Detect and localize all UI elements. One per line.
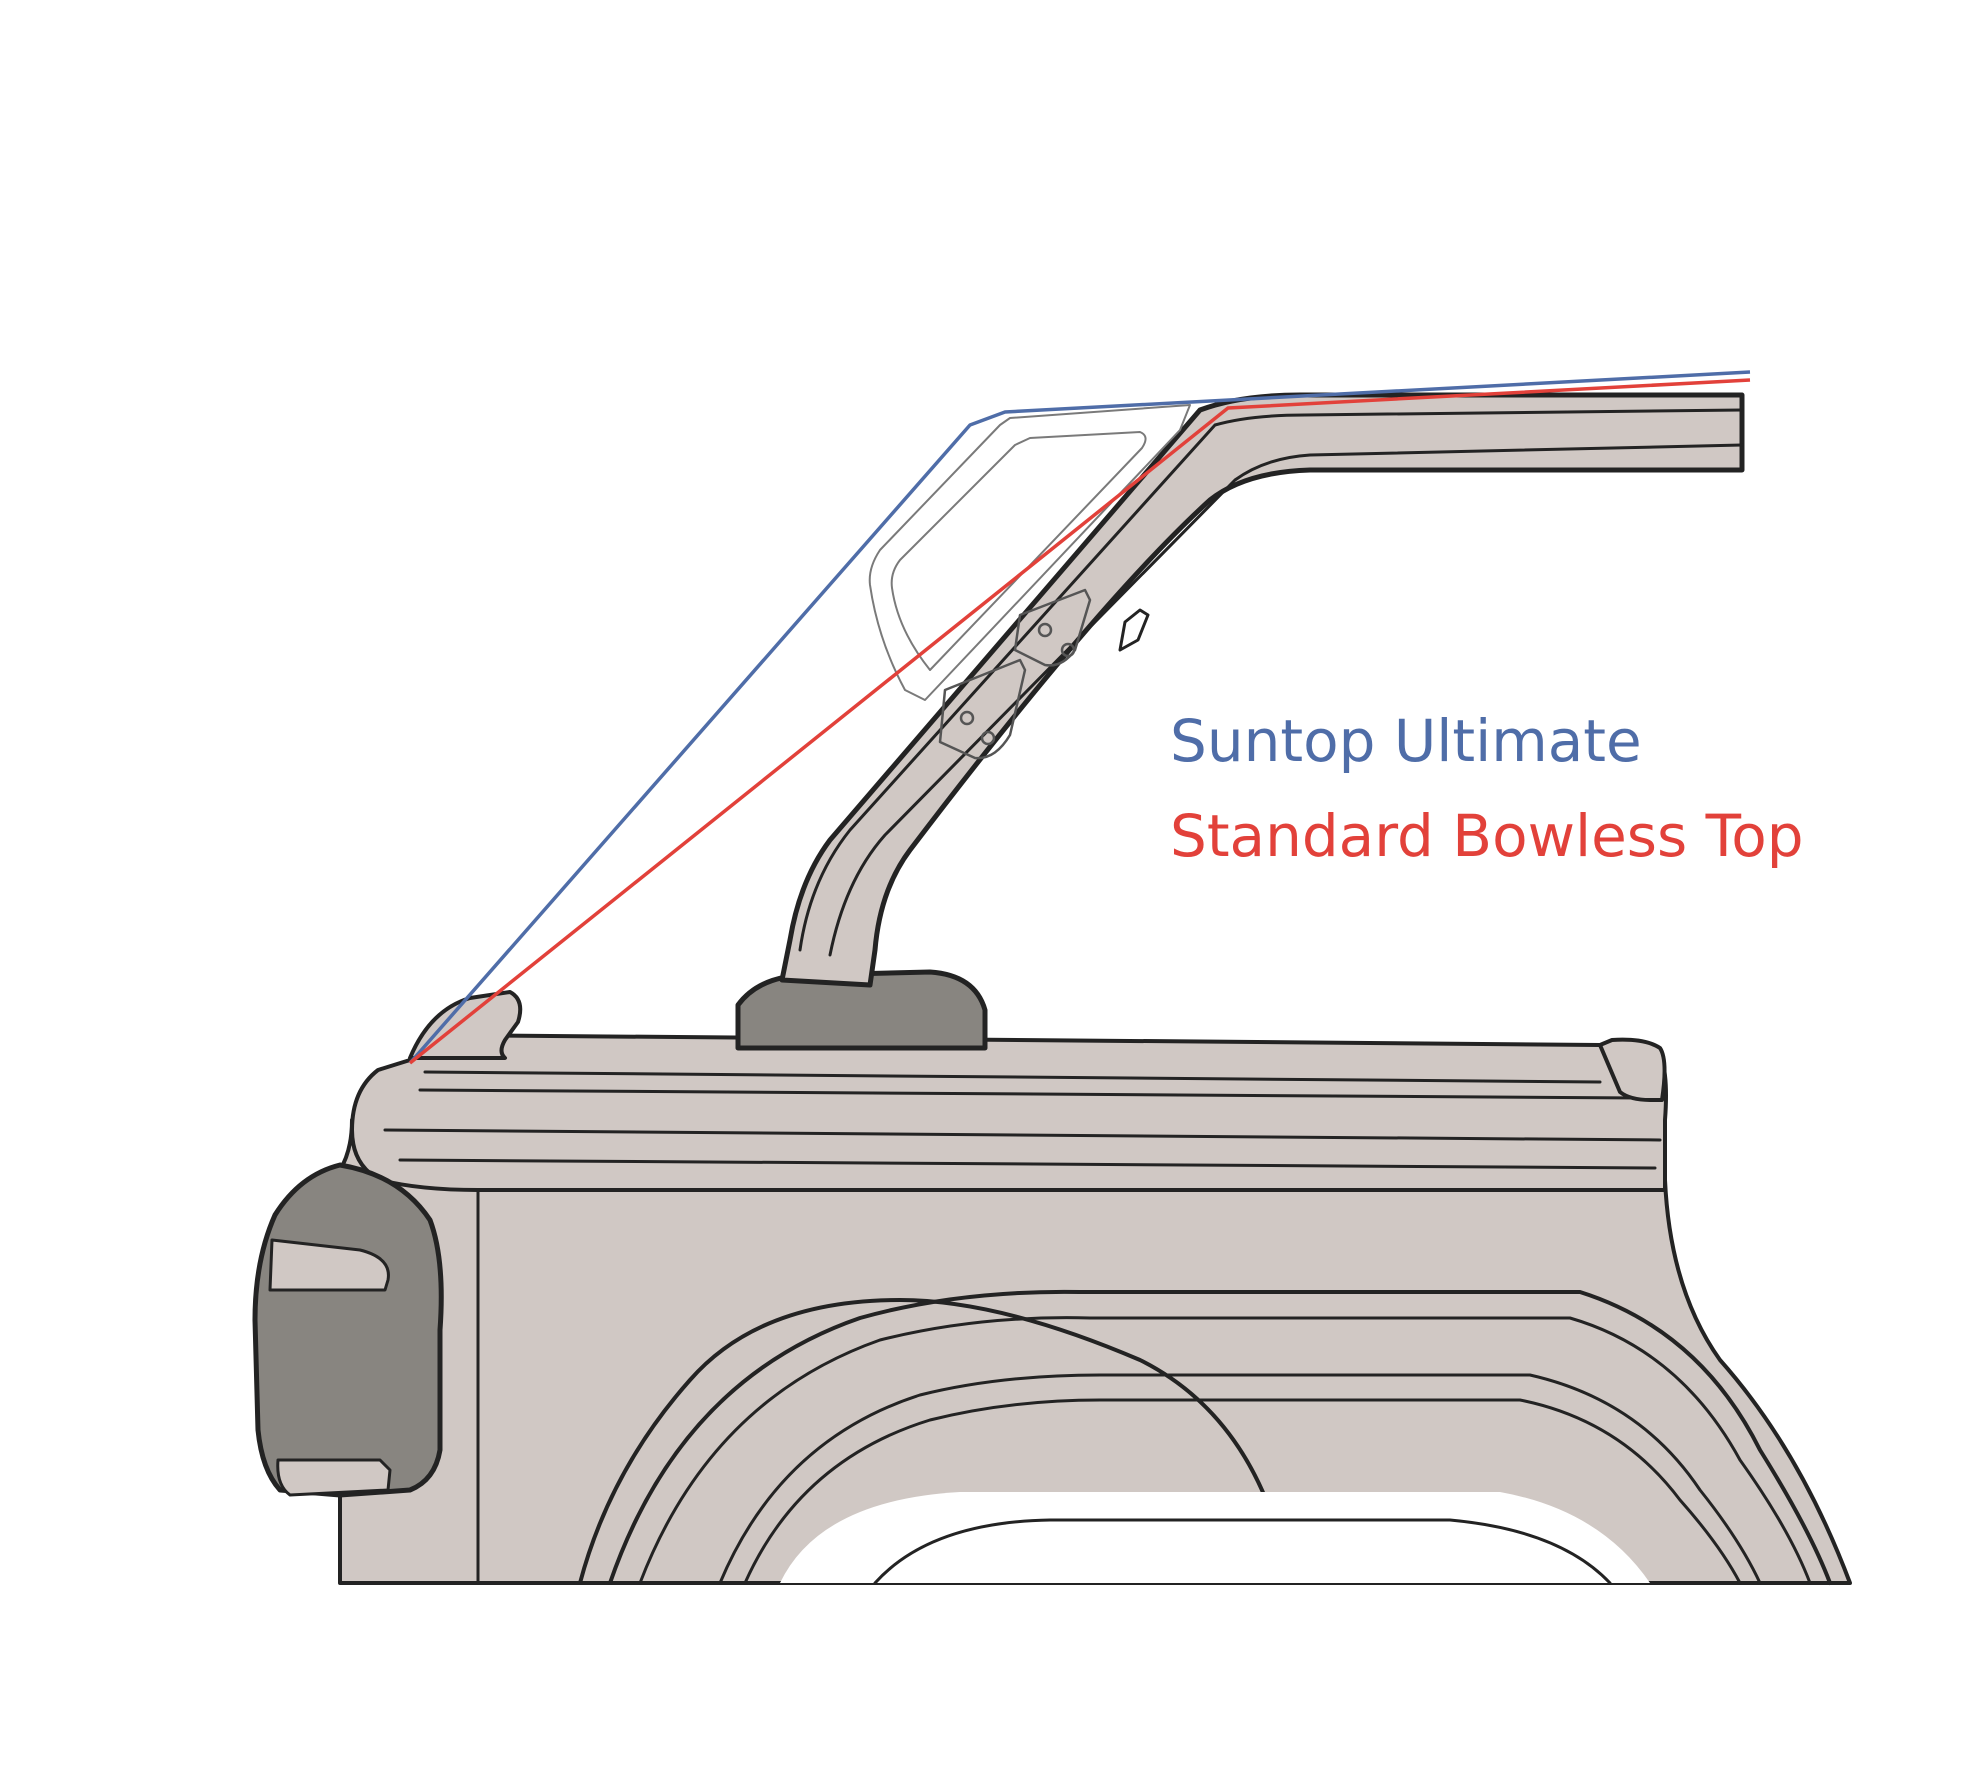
quarter-window-inner xyxy=(890,431,1147,671)
standard-bowless-top-profile-line xyxy=(408,378,1751,1065)
wheel-well-inner-line xyxy=(873,1518,1612,1585)
bolt-1 xyxy=(1037,622,1053,638)
roll-bar-line-2 xyxy=(828,443,1744,957)
tub-rail-line-2 xyxy=(418,1088,1642,1100)
arch-line-2 xyxy=(638,1316,1812,1585)
taillight-housing xyxy=(252,1162,444,1498)
tub-rail-line-1 xyxy=(423,1070,1602,1084)
roll-bar-tab xyxy=(1118,608,1150,652)
roll-bar-line-1 xyxy=(798,408,1744,952)
vehicle-body-drawing xyxy=(252,392,1852,1585)
tub-rail-line-4 xyxy=(398,1158,1657,1170)
quarter-panel xyxy=(338,1118,1852,1585)
legend-label-standard-bowless-top: Standard Bowless Top xyxy=(1170,802,1804,870)
arch-line-4 xyxy=(743,1398,1742,1585)
roll-bar xyxy=(779,392,1745,988)
bolt-3 xyxy=(959,710,975,726)
bolt-2 xyxy=(1060,642,1076,658)
wheel-well-opening xyxy=(780,1492,1650,1583)
quarter-window-outer xyxy=(868,404,1191,701)
arch-line-3 xyxy=(718,1373,1762,1585)
arch-line-1 xyxy=(608,1289,1832,1585)
taillight-upper-lens xyxy=(268,1238,390,1292)
roll-bar-bracket-lower xyxy=(938,658,1027,760)
roll-bar-bracket-upper xyxy=(1013,588,1092,667)
bolt-4 xyxy=(980,730,996,746)
roll-bar-mount xyxy=(735,969,988,1051)
tub-rail-line-3 xyxy=(383,1128,1662,1142)
suntop-ultimate-profile-line xyxy=(408,370,1751,1065)
tub-front-cap xyxy=(1598,1037,1667,1102)
legend-label-suntop-ultimate: Suntop Ultimate xyxy=(1170,707,1642,775)
taillight-lower-lens xyxy=(276,1458,392,1497)
